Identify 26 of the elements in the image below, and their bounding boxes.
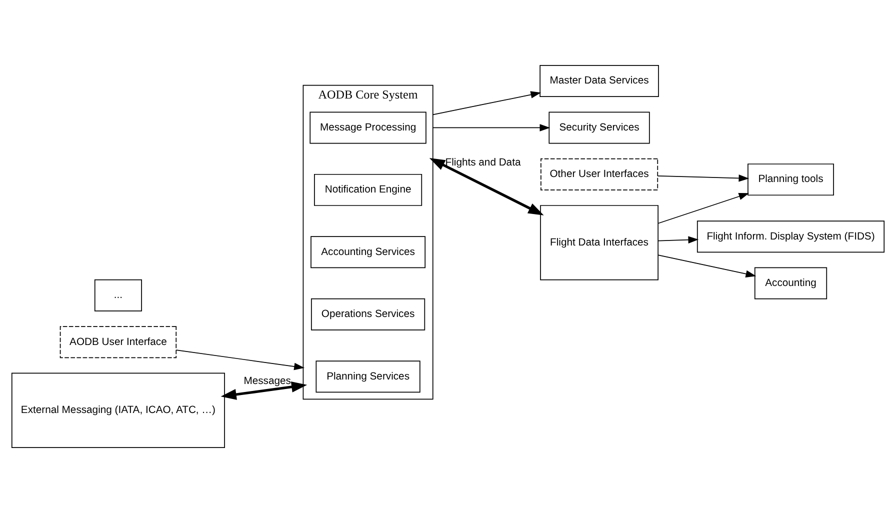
arrow — [658, 254, 756, 277]
arrow — [658, 192, 750, 224]
edge-label: Flights and Data — [445, 156, 521, 168]
node-box: Planning Services — [316, 360, 420, 392]
node-box: Master Data Services — [540, 64, 659, 97]
arrow — [432, 124, 550, 131]
node-box: Accounting — [754, 266, 828, 299]
arrow — [432, 90, 542, 115]
node-box: External Messaging (IATA, ICAO, ATC, …) — [11, 372, 225, 448]
node-box: Flight Inform. Display System (FIDS) — [696, 220, 885, 252]
arrow — [658, 236, 699, 243]
node-box: Other User Interfaces — [540, 158, 658, 190]
arrow — [176, 349, 304, 370]
arrow — [220, 381, 308, 400]
node-box: Planning tools — [748, 163, 834, 196]
node-box: ... — [94, 278, 142, 311]
edge-label: Messages — [244, 376, 291, 387]
arrow — [429, 157, 544, 215]
node-box: Security Services — [548, 111, 650, 144]
arrow — [657, 174, 750, 182]
node-box: Operations Services — [310, 298, 426, 330]
node-box: Flight Data Interfaces — [540, 204, 658, 280]
node-box: Accounting Services — [310, 236, 426, 268]
node-box: AODB User Interface — [60, 326, 177, 358]
node-box: Notification Engine — [314, 173, 422, 206]
node-box: Message Processing — [310, 111, 426, 144]
